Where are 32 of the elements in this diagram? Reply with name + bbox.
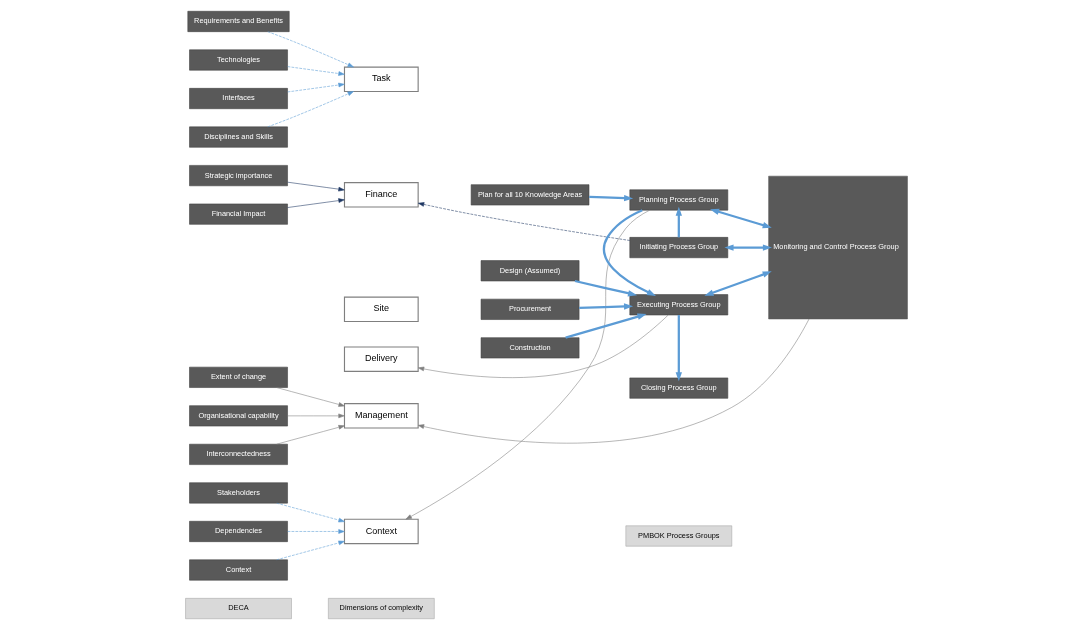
arrow <box>266 30 354 67</box>
arrow <box>286 413 345 418</box>
arrow <box>723 243 772 251</box>
arrow <box>275 540 345 560</box>
arrow <box>564 313 647 339</box>
node-box: Finance <box>343 181 419 208</box>
arrow <box>275 386 345 407</box>
arrow <box>286 181 345 191</box>
arrow <box>574 279 637 296</box>
arrow <box>602 208 656 296</box>
node-box: Site <box>343 296 419 322</box>
arrow <box>275 502 345 522</box>
arrow <box>703 270 772 296</box>
arrow <box>675 206 682 237</box>
arrow <box>588 194 633 201</box>
node-box: Task <box>343 66 419 92</box>
node-box: Delivery <box>343 345 419 372</box>
arrow <box>417 314 668 378</box>
arrow <box>286 197 345 208</box>
node-box: Management <box>343 402 419 429</box>
node-box: Context <box>343 518 419 544</box>
arrow <box>709 208 772 228</box>
arrow <box>286 528 345 534</box>
arrow <box>286 65 345 76</box>
arrow <box>405 209 650 520</box>
arrow <box>417 318 809 443</box>
arrow <box>275 424 345 444</box>
arrow <box>578 302 633 310</box>
arrow <box>266 90 354 127</box>
arrow <box>675 314 682 381</box>
arrow <box>417 201 630 241</box>
arrow <box>286 82 345 92</box>
